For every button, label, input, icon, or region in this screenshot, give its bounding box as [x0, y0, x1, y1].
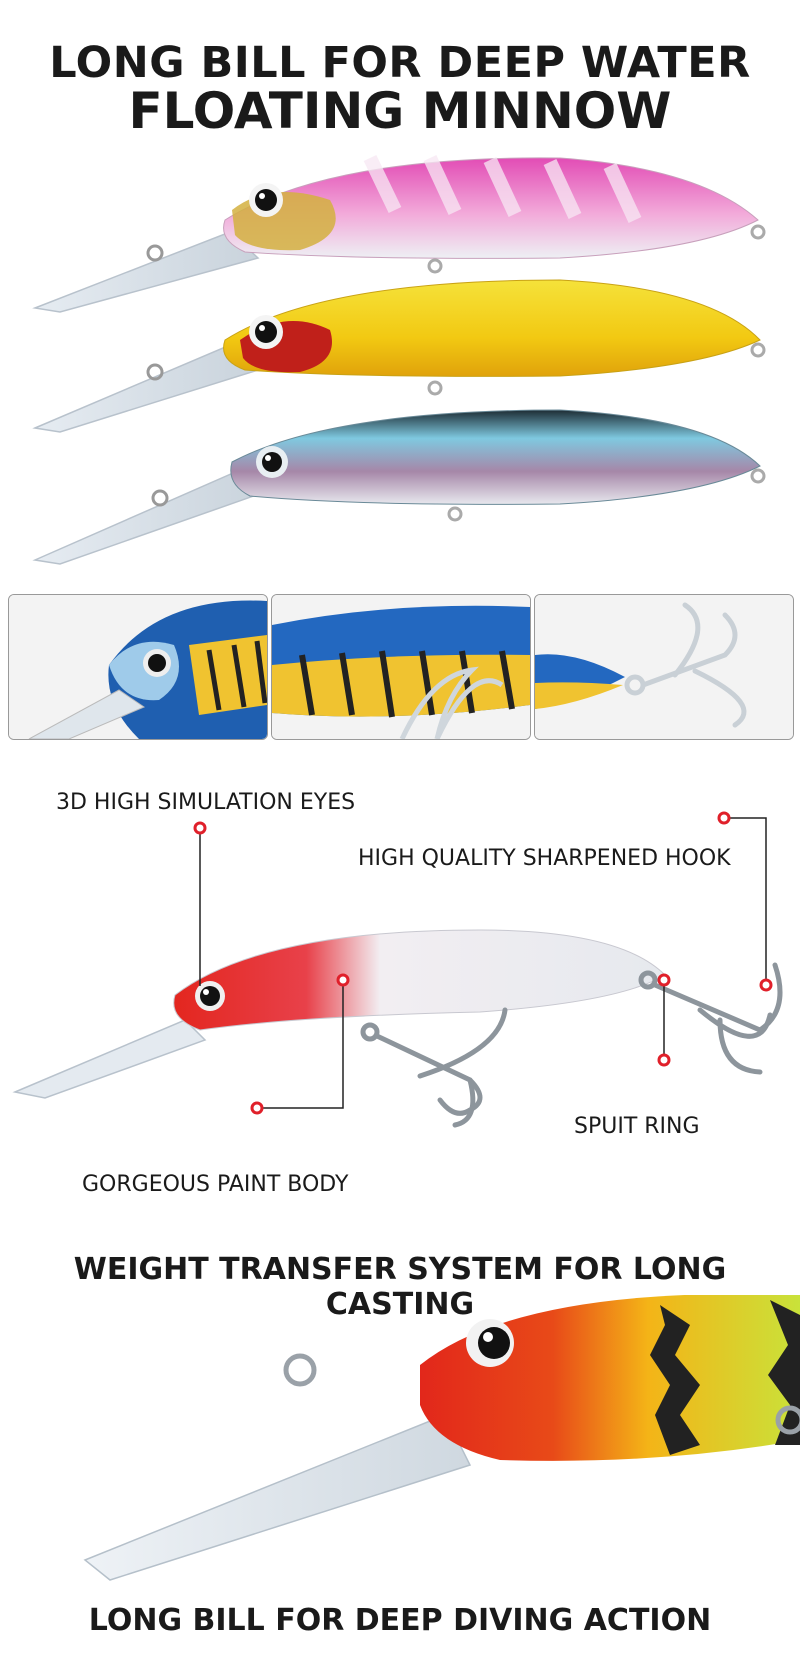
headline-line-2: FLOATING MINNOW [128, 82, 672, 140]
feature-diagram [12, 811, 783, 1128]
lure-lineup [32, 154, 766, 565]
tail-hook [638, 962, 783, 1075]
section-heading-bill: LONG BILL FOR DEEP DIVING ACTION [88, 1603, 712, 1638]
callout-dot-hook-start [717, 811, 731, 825]
lure-body [230, 409, 761, 505]
section-heading-weight: WEIGHT TRANSFER SYSTEM FOR LONG CASTING [73, 1252, 727, 1322]
callout-dot-ring-start [657, 973, 671, 987]
callout-dot-body-end [250, 1101, 264, 1115]
lure-closeup [83, 1295, 800, 1581]
lure-body [223, 279, 761, 377]
diving-bill [32, 231, 260, 313]
callout-eyes-label: 3D HIGH SIMULATION EYES [56, 790, 356, 815]
lure-blue [32, 409, 766, 565]
lure-body [420, 1295, 800, 1461]
lure-pink [32, 154, 766, 313]
diving-bill [83, 1414, 472, 1581]
callout-ring-label: SPUIT RING [574, 1114, 700, 1139]
lure-yellow [32, 279, 766, 433]
callout-dot-hook-end [759, 978, 773, 992]
callout-dot-body-start [336, 973, 350, 987]
headline-line-1: LONG BILL FOR DEEP WATER [49, 38, 751, 88]
detail-panel-body [271, 594, 531, 740]
callout-dot-eyes [193, 821, 207, 835]
callout-body-label: GORGEOUS PAINT BODY [82, 1172, 349, 1197]
diving-bill [32, 344, 260, 433]
diving-bill [32, 469, 267, 565]
detail-panel-head [8, 594, 268, 740]
belly-hook [360, 1007, 508, 1128]
lure-body [173, 929, 666, 1031]
diving-bill [12, 1019, 207, 1099]
callout-dot-ring-end [657, 1053, 671, 1067]
detail-panel-hook [534, 594, 794, 740]
callout-hook-label: HIGH QUALITY SHARPENED HOOK [358, 846, 731, 871]
